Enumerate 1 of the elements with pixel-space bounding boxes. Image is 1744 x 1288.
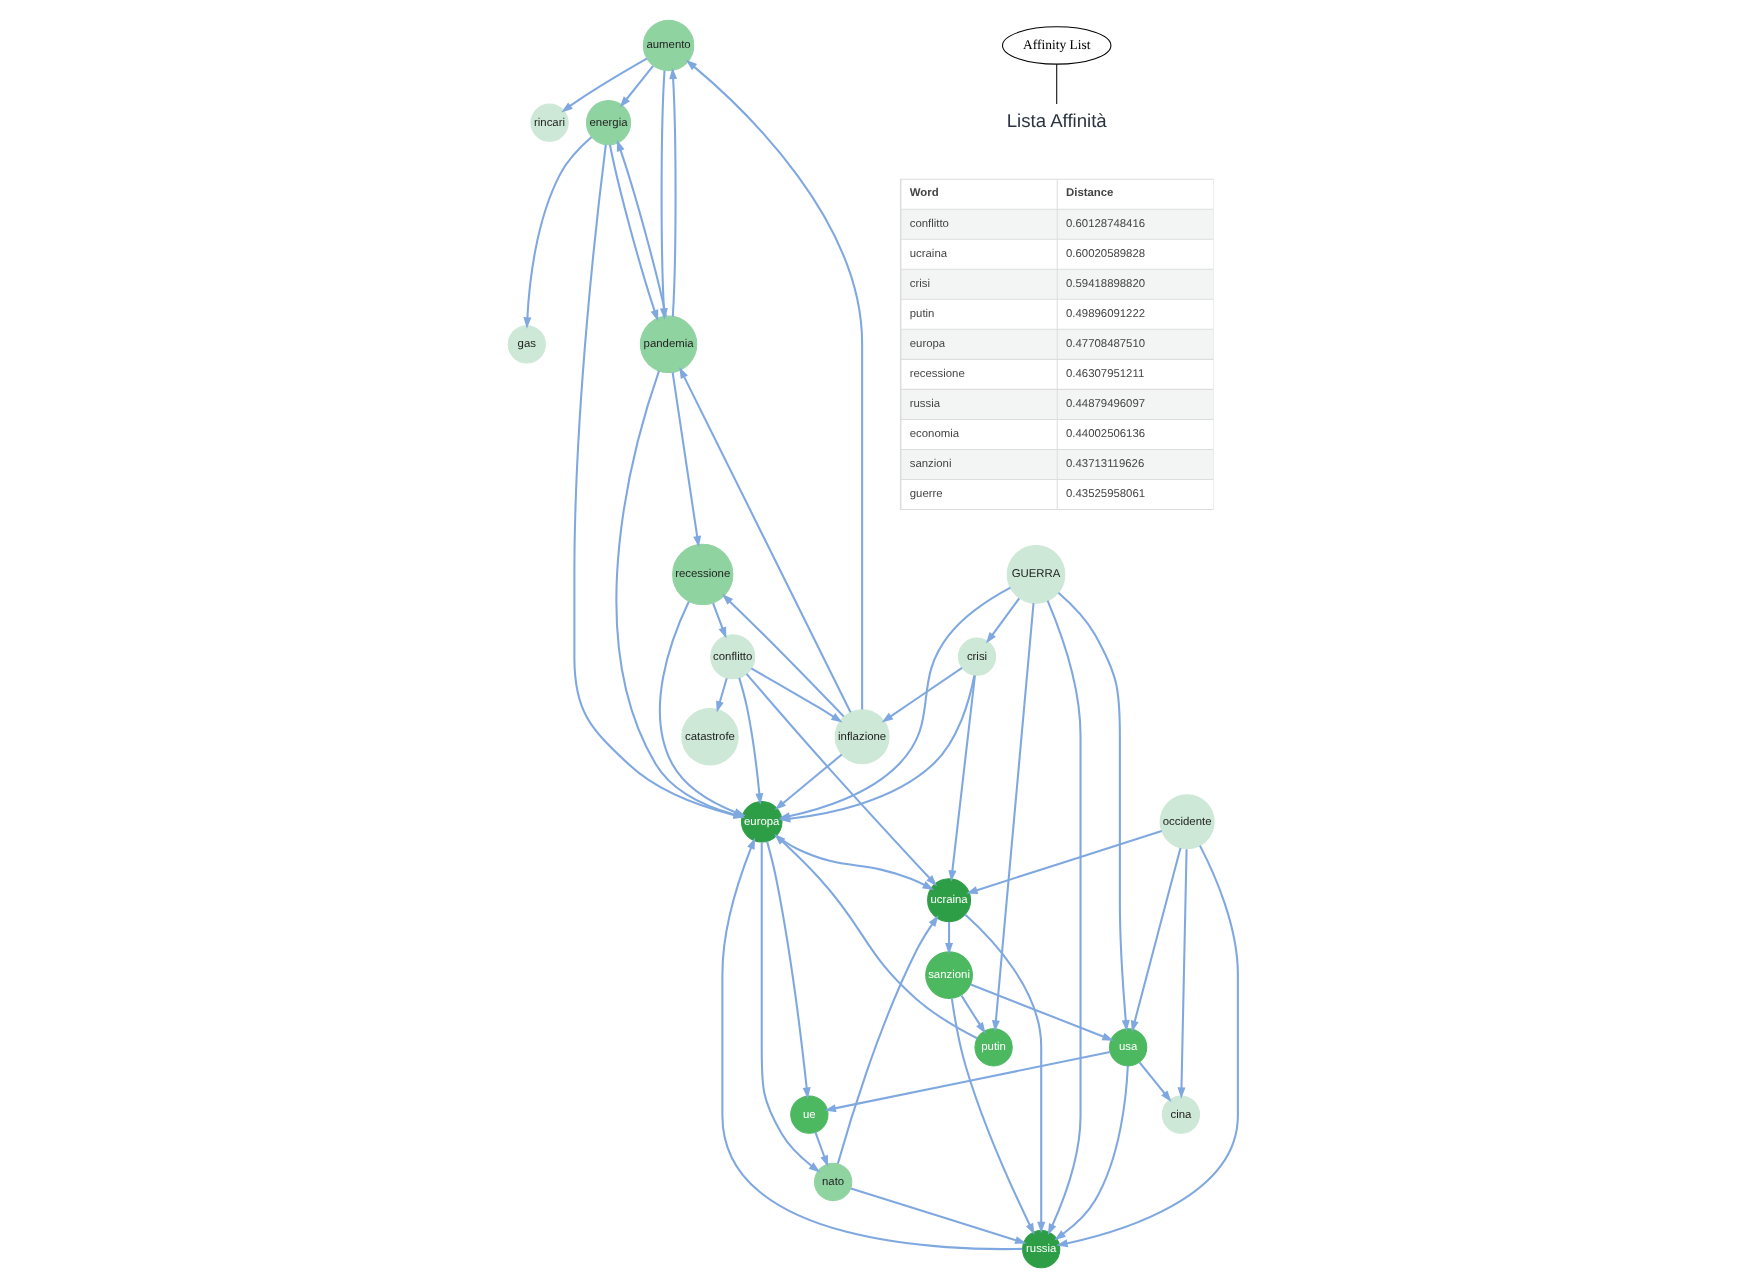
node-text: Lista Affinità [1005,111,1106,132]
